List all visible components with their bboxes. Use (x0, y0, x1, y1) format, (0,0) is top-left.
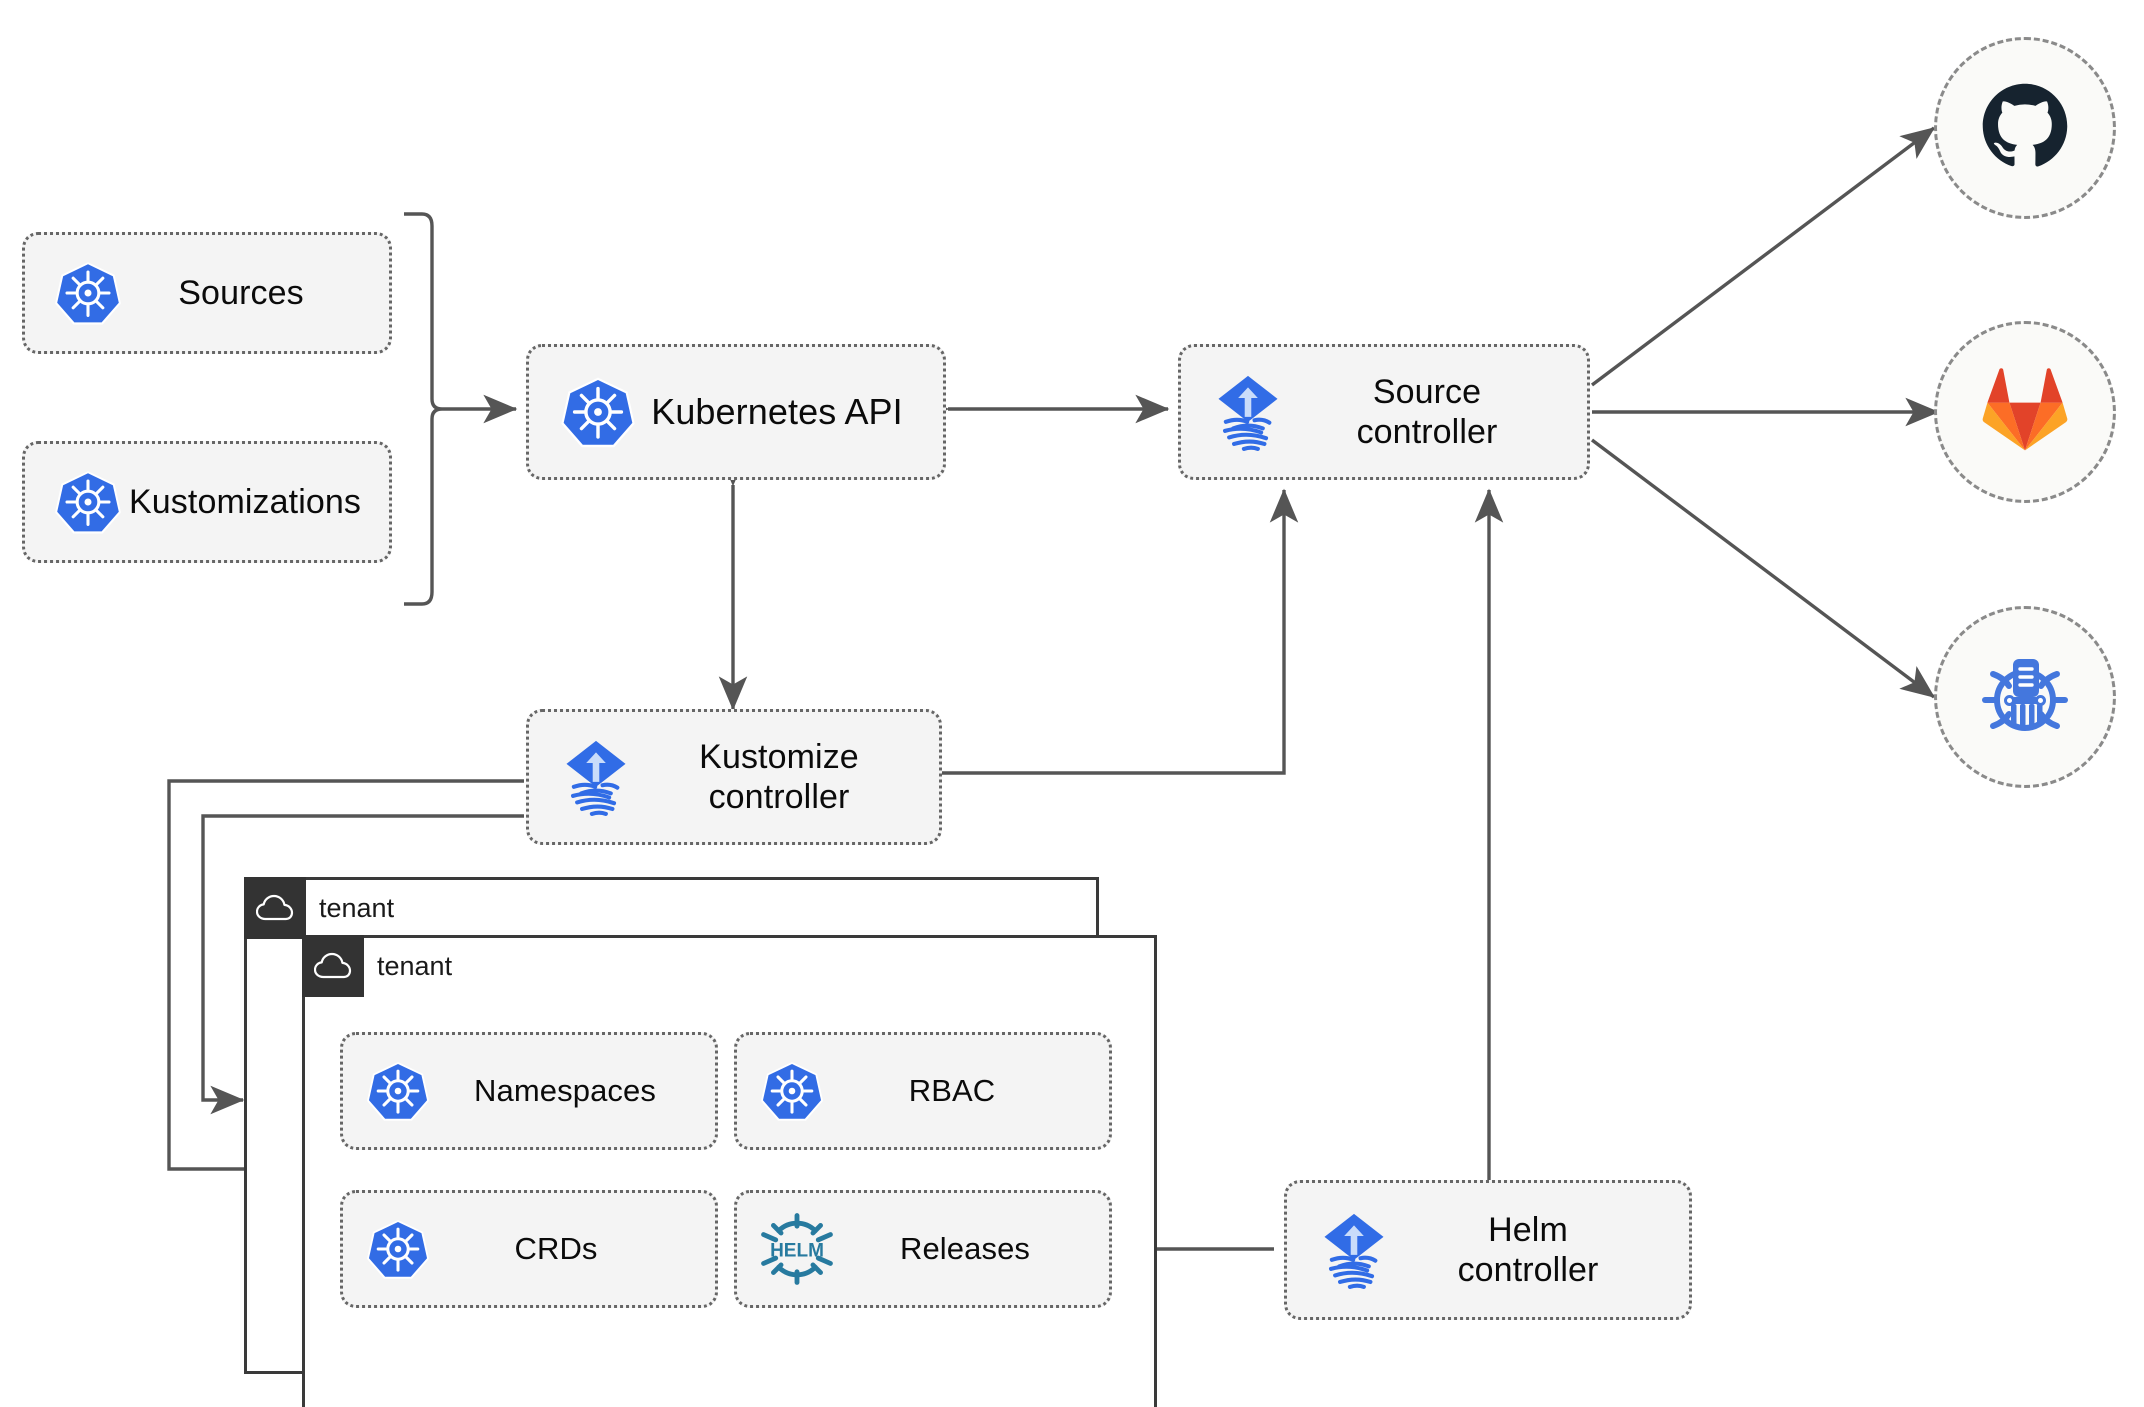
endpoint-bucket[interactable] (1934, 606, 2116, 788)
kubernetes-icon (365, 1058, 431, 1124)
cloud-icon (244, 877, 306, 939)
kubernetes-icon (759, 1058, 825, 1124)
node-label: Kustomizations (129, 482, 361, 521)
node-kustomizations[interactable]: Kustomizations (22, 441, 392, 563)
edge-kustomize-tenant-1 (167, 779, 524, 1184)
tenant-tab (244, 877, 306, 939)
node-kubernetes-api[interactable]: Kubernetes API (526, 344, 946, 480)
flux-icon (555, 736, 637, 818)
tenant-label-outer: tenant (319, 892, 395, 923)
tenant-label-inner: tenant (377, 950, 453, 981)
tenant-tab (302, 935, 364, 997)
node-label: CRDs (514, 1230, 598, 1266)
node-label: Source controller (1356, 372, 1498, 451)
edge-source-bucket (1590, 438, 1936, 699)
node-label: RBAC (908, 1072, 996, 1108)
bucket-icon (1975, 645, 2075, 750)
node-helm-controller[interactable]: Helm controller (1284, 1180, 1692, 1320)
helm-icon: HELM (759, 1211, 835, 1287)
flux-icon (1207, 371, 1289, 453)
edge-kustomize-tenant-2 (201, 814, 524, 1115)
svg-text:HELM: HELM (770, 1241, 824, 1262)
edge-kustomize-source (941, 488, 1299, 775)
node-kustomize-controller[interactable]: Kustomize controller (526, 709, 942, 845)
node-label: Namespaces (474, 1072, 656, 1108)
node-label: Sources (178, 273, 304, 312)
cloud-icon (302, 935, 364, 997)
tenant-container-inner: tenant (302, 935, 1157, 1407)
kubernetes-icon (559, 373, 637, 451)
endpoint-github[interactable] (1934, 37, 2116, 219)
kubernetes-icon (365, 1216, 431, 1282)
edge-sources-bracket (404, 212, 518, 606)
node-sources[interactable]: Sources (22, 232, 392, 354)
gitlab-icon (1979, 366, 2071, 459)
edge-source-github (1590, 126, 1936, 387)
node-rbac[interactable]: RBAC (734, 1032, 1112, 1150)
node-releases[interactable]: HELM Releases (734, 1190, 1112, 1308)
node-label: Kustomize controller (699, 737, 859, 816)
kubernetes-icon (53, 258, 123, 328)
kubernetes-icon (53, 467, 123, 537)
node-label: Kubernetes API (651, 390, 903, 432)
node-namespaces[interactable]: Namespaces (340, 1032, 718, 1150)
node-label: Helm controller (1457, 1210, 1599, 1289)
github-icon (1977, 78, 2073, 179)
node-label: Releases (899, 1230, 1031, 1266)
node-source-controller[interactable]: Source controller (1178, 344, 1590, 480)
endpoint-gitlab[interactable] (1934, 321, 2116, 503)
node-crds[interactable]: CRDs (340, 1190, 718, 1308)
flux-icon (1313, 1209, 1395, 1291)
